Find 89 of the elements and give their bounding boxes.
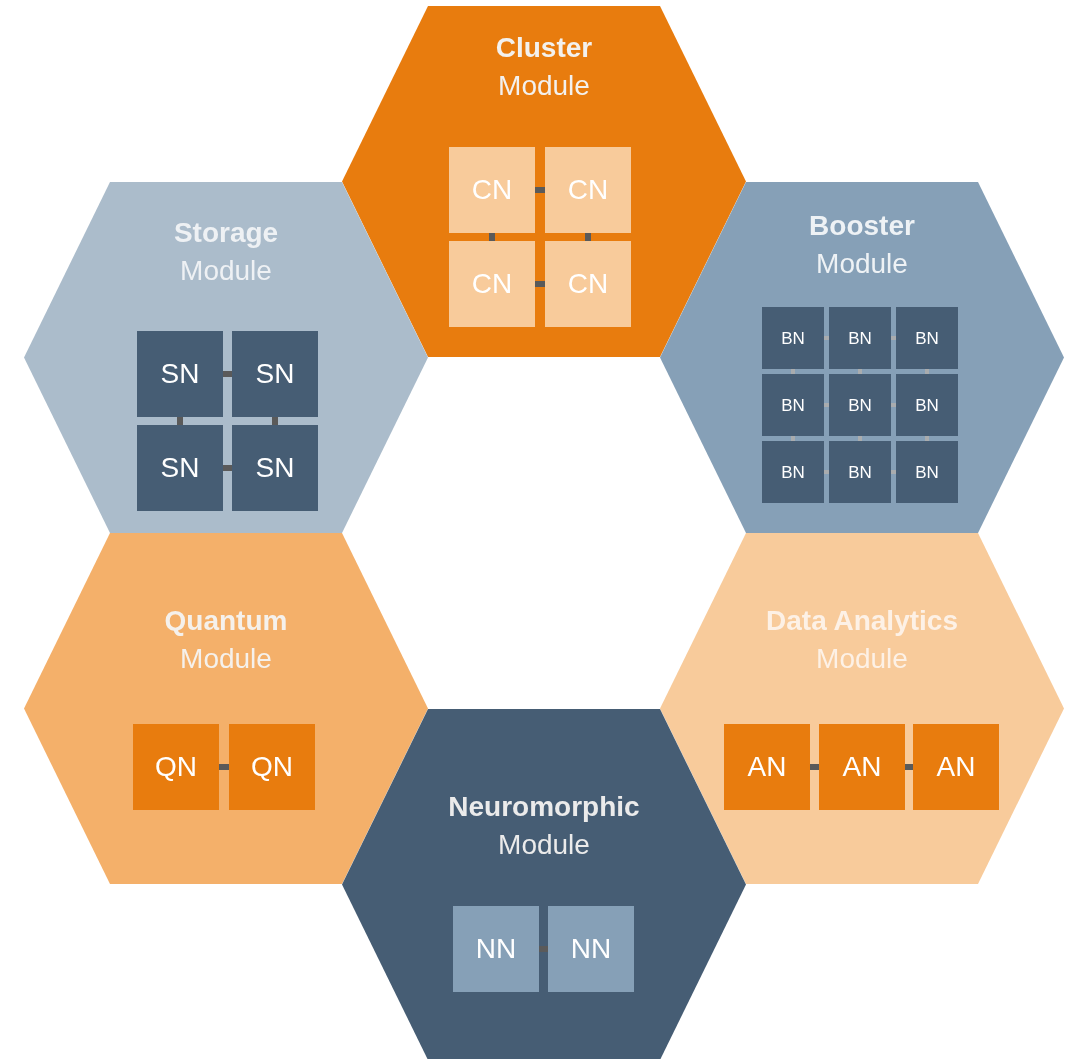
connector-line [925, 436, 929, 441]
module-subtitle: Module [816, 247, 908, 281]
module-subtitle: Module [180, 642, 272, 676]
node-label: AN [747, 753, 787, 781]
node-label: CN [471, 176, 513, 204]
connector-line [219, 764, 229, 770]
node-label: CN [567, 176, 609, 204]
connector-line [791, 369, 795, 374]
node-tile [133, 724, 219, 810]
connector-line [535, 187, 545, 193]
connector-line [905, 764, 913, 770]
module-subtitle: Module [498, 828, 590, 862]
module-title: Quantum [164, 604, 288, 638]
node-label: BN [915, 396, 939, 414]
node-label: NN [475, 935, 517, 963]
connector-line [824, 403, 829, 407]
node-label: NN [570, 935, 612, 963]
node-label: BN [915, 463, 939, 481]
node-tile [829, 307, 891, 369]
node-tile [449, 241, 535, 327]
node-label: BN [781, 329, 805, 347]
node-label: QN [155, 753, 197, 781]
connector-line [539, 946, 548, 952]
connector-line [223, 371, 232, 377]
node-tile [724, 724, 810, 810]
module-title: Storage [173, 216, 279, 250]
module-hexagon [24, 533, 428, 884]
node-label: BN [781, 463, 805, 481]
connector-line [585, 233, 591, 241]
module-hexagon [660, 182, 1064, 533]
node-label: SN [255, 360, 295, 388]
node-label: BN [848, 329, 872, 347]
node-label: BN [915, 329, 939, 347]
connector-line [824, 470, 829, 474]
node-tile [829, 374, 891, 436]
node-tile [229, 724, 315, 810]
node-label: BN [848, 463, 872, 481]
node-label: CN [471, 270, 513, 298]
connector-line [489, 233, 495, 241]
node-tile [232, 425, 318, 511]
node-label: BN [848, 396, 872, 414]
connector-line [791, 436, 795, 441]
connector-line [810, 764, 819, 770]
connector-line [925, 369, 929, 374]
node-tile [762, 307, 824, 369]
node-label: SN [160, 454, 200, 482]
connector-line [177, 417, 183, 425]
connector-line [272, 417, 278, 425]
node-tile [232, 331, 318, 417]
node-tile [449, 147, 535, 233]
module-title: Neuromorphic [448, 790, 640, 824]
connector-line [891, 470, 896, 474]
node-label: CN [567, 270, 609, 298]
node-tile [545, 147, 631, 233]
node-label: SN [160, 360, 200, 388]
node-tile [137, 331, 223, 417]
node-tile [913, 724, 999, 810]
connector-line [223, 465, 232, 471]
module-title: Data Analytics [766, 604, 958, 638]
connector-line [891, 336, 896, 340]
node-label: SN [255, 454, 295, 482]
module-title: Cluster [495, 31, 593, 65]
connector-line [824, 336, 829, 340]
module-title: Booster [809, 209, 915, 243]
module-subtitle: Module [816, 642, 908, 676]
node-tile [548, 906, 634, 992]
module-subtitle: Module [180, 254, 272, 288]
connector-line [858, 436, 862, 441]
node-tile [137, 425, 223, 511]
module-hexagon [660, 533, 1064, 884]
node-tile [453, 906, 539, 992]
connector-line [535, 281, 545, 287]
connector-line [858, 369, 862, 374]
node-label: QN [251, 753, 293, 781]
node-tile [762, 441, 824, 503]
node-label: AN [936, 753, 976, 781]
module-subtitle: Module [498, 69, 590, 103]
connector-line [891, 403, 896, 407]
node-tile [829, 441, 891, 503]
node-label: AN [842, 753, 882, 781]
node-tile [819, 724, 905, 810]
module-hexagon [342, 709, 746, 1059]
node-label: BN [781, 396, 805, 414]
node-tile [896, 441, 958, 503]
node-tile [762, 374, 824, 436]
module-hexagon [24, 182, 428, 533]
node-tile [896, 374, 958, 436]
node-tile [545, 241, 631, 327]
node-tile [896, 307, 958, 369]
